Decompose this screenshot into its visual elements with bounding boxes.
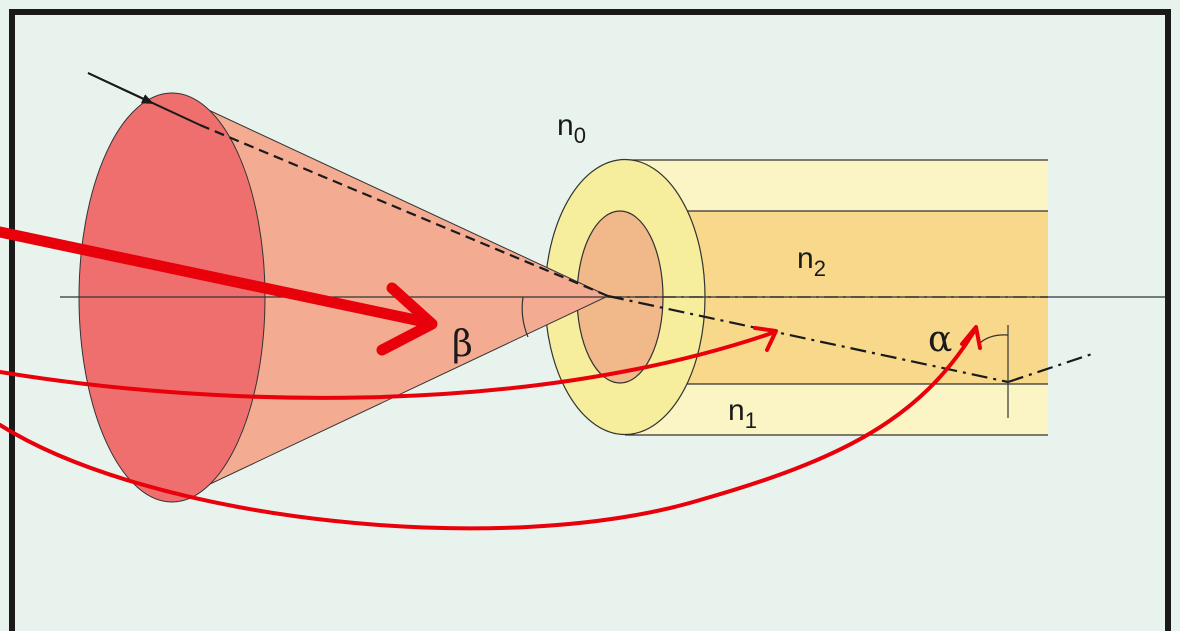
red-curved-arrow-2: [0, 328, 977, 531]
refracted-ray: [607, 294, 1009, 384]
incident-ray-arrow: [87, 72, 154, 104]
beta-angle-arc: [521, 296, 529, 338]
red-curved-arrow-2-head: [960, 325, 982, 350]
label-n1: n1: [728, 394, 757, 433]
red-thick-arrow-shaft: [0, 226, 431, 328]
label-n2: n2: [797, 242, 826, 281]
panel-frame: [9, 9, 1171, 631]
label-beta: β: [452, 324, 473, 365]
alpha-angle-arc: [979, 334, 1009, 344]
reflected-ray: [1007, 351, 1096, 384]
label-alpha: α: [928, 319, 952, 360]
red-curved-arrow-1-head: [753, 326, 778, 352]
red-curved-arrow-1: [0, 330, 777, 400]
label-n0: n0: [557, 109, 586, 148]
red-thick-arrow-head: [376, 282, 438, 356]
incident-ray-dashed: [199, 123, 609, 298]
